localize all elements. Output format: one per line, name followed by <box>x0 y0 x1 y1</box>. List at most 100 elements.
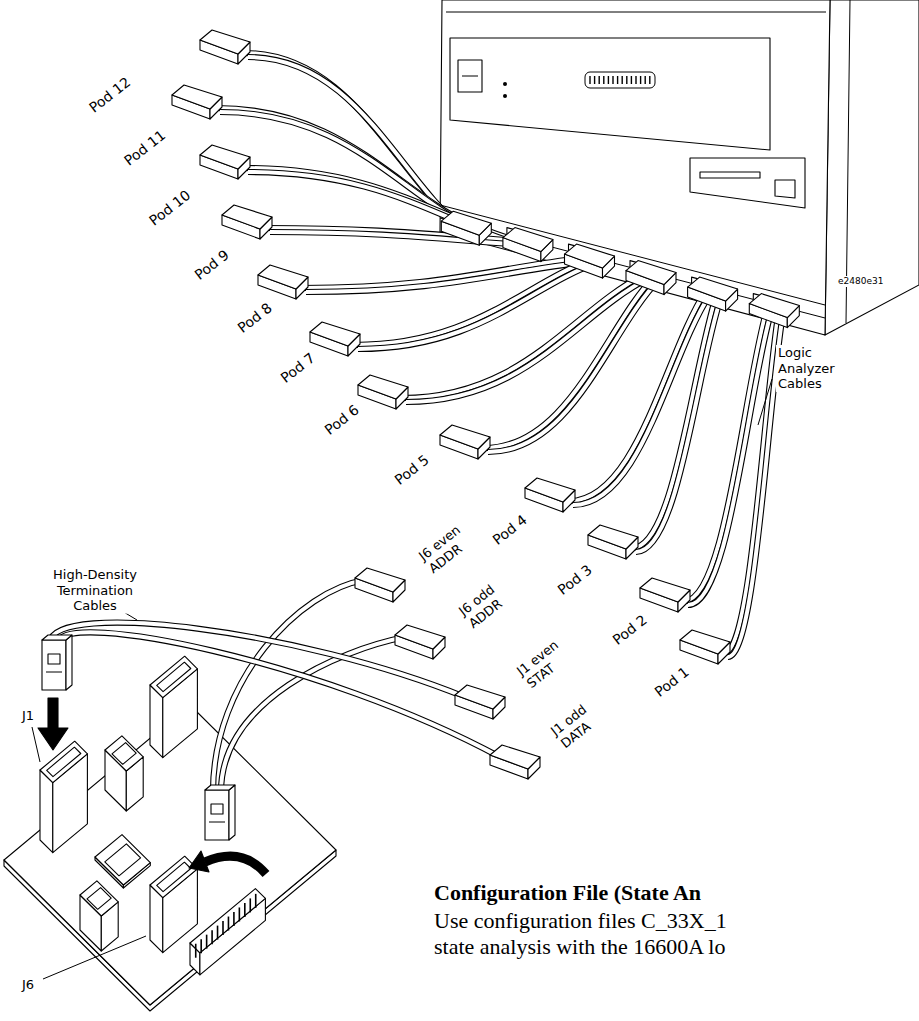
termination-pod-top <box>455 685 505 709</box>
indicator-dot <box>503 82 507 86</box>
pod-connector-top <box>200 145 250 169</box>
port-pin <box>640 76 641 84</box>
dsub-pin <box>222 921 224 935</box>
pod-connector-top <box>222 205 272 229</box>
switch-line <box>462 76 478 77</box>
pod-label: Pod 11 <box>119 125 170 170</box>
leader-line <box>32 727 40 762</box>
insert-arrows <box>38 698 266 874</box>
port-pin <box>599 76 600 84</box>
probe-board <box>4 656 336 1011</box>
signal-label: J6 even ADDR <box>414 512 485 577</box>
port-pin <box>617 76 618 84</box>
analyzer-cable <box>402 275 644 398</box>
header-connector <box>150 856 197 952</box>
pod-connectors <box>42 30 799 840</box>
analyzer-cable-core <box>688 312 771 605</box>
section-heading: Configuration File (State An <box>432 880 703 906</box>
signal-label: J6 odd ADDR <box>454 567 525 632</box>
analyzer-cable <box>270 232 537 246</box>
port-pin <box>645 76 646 84</box>
header-connector-opening <box>47 747 81 776</box>
header-connector <box>105 736 143 811</box>
port-pin <box>594 76 595 84</box>
pod-connector <box>258 265 308 299</box>
pod-connector-top <box>440 425 490 449</box>
cable-callout: High-Density Termination Cables <box>43 567 147 614</box>
dsub-pin <box>233 912 235 926</box>
pod-connector-top <box>200 30 250 54</box>
termination-plug-face <box>66 635 72 690</box>
termination-pod-top <box>395 625 445 649</box>
pod-connector-top <box>172 85 222 109</box>
leader-lines <box>32 379 772 979</box>
analyzer-cable <box>632 291 718 548</box>
disk-drive <box>690 158 805 208</box>
pod-label: Pod 3 <box>553 560 597 600</box>
analyzer-cable-core <box>632 291 718 548</box>
body-text: Use configuration files C_33X_1 <box>432 908 729 934</box>
termination-pod-top <box>355 568 405 592</box>
header-connector-opening <box>87 888 111 910</box>
header-connector-opening <box>157 662 191 691</box>
mainframe-side <box>825 0 919 335</box>
disk-button <box>775 180 795 198</box>
socket-outline <box>95 835 150 888</box>
analyzer-cable-core <box>354 258 594 345</box>
termination-plug-line <box>209 822 225 823</box>
pod-label: Pod 1 <box>650 662 694 702</box>
pod-connector-top <box>680 630 730 654</box>
port-pin <box>626 76 627 84</box>
front-panel <box>450 38 770 150</box>
header-connector-face <box>40 770 53 853</box>
pod-connector-top <box>588 525 638 549</box>
termination-pod <box>395 625 445 659</box>
header-connector-top <box>105 736 143 771</box>
power-switch <box>458 60 482 92</box>
pod-connector <box>525 478 575 512</box>
panel-connector <box>749 294 799 328</box>
header-connector <box>40 741 87 852</box>
analyzer-cable-core <box>270 232 537 246</box>
analyzer-cable-core <box>484 275 656 448</box>
dsub-pin <box>228 917 230 931</box>
termination-plug-top <box>205 785 235 790</box>
socket-outline-opening <box>105 844 141 876</box>
dsub-pin <box>217 926 219 940</box>
insert-arrow <box>205 856 266 874</box>
dsub-pin <box>195 944 197 958</box>
pod-connector <box>222 205 272 239</box>
bezel-line <box>446 12 826 13</box>
panel-connector <box>503 228 553 262</box>
analyzer-cable-core <box>636 295 722 552</box>
header-connector-top <box>80 881 118 916</box>
header-connector <box>150 656 197 757</box>
dsub-pin <box>206 935 208 949</box>
port-pin <box>649 76 650 84</box>
side-edge-line <box>846 0 850 323</box>
pod-label: Pod 10 <box>144 185 195 230</box>
termination-plug-face <box>42 640 66 690</box>
pod-label: Pod 2 <box>608 610 652 650</box>
analyzer-cable <box>688 312 771 605</box>
termination-plug-top <box>42 635 72 640</box>
panel-connector-top <box>503 228 553 252</box>
termination-plug <box>205 785 235 840</box>
port-pin <box>608 76 609 84</box>
signal-label: J1 even STAT <box>512 627 583 692</box>
body-text: state analysis with the 16600A lo <box>432 934 727 960</box>
pod-label: Pod 8 <box>233 298 277 338</box>
disk-slot <box>700 172 760 178</box>
pod-connector-top <box>358 375 408 399</box>
termination-cable <box>58 632 500 757</box>
analyzer-cable <box>484 275 656 448</box>
analyzer-cable-core <box>488 279 660 452</box>
pod-connector <box>200 30 250 64</box>
port-pin <box>603 76 604 84</box>
pod-label: Pod 6 <box>320 400 364 440</box>
port-pin <box>635 76 636 84</box>
termination-pod <box>490 745 540 779</box>
header-connector-opening <box>112 743 136 765</box>
pod-connector-top <box>258 265 308 289</box>
port-pin <box>622 76 623 84</box>
